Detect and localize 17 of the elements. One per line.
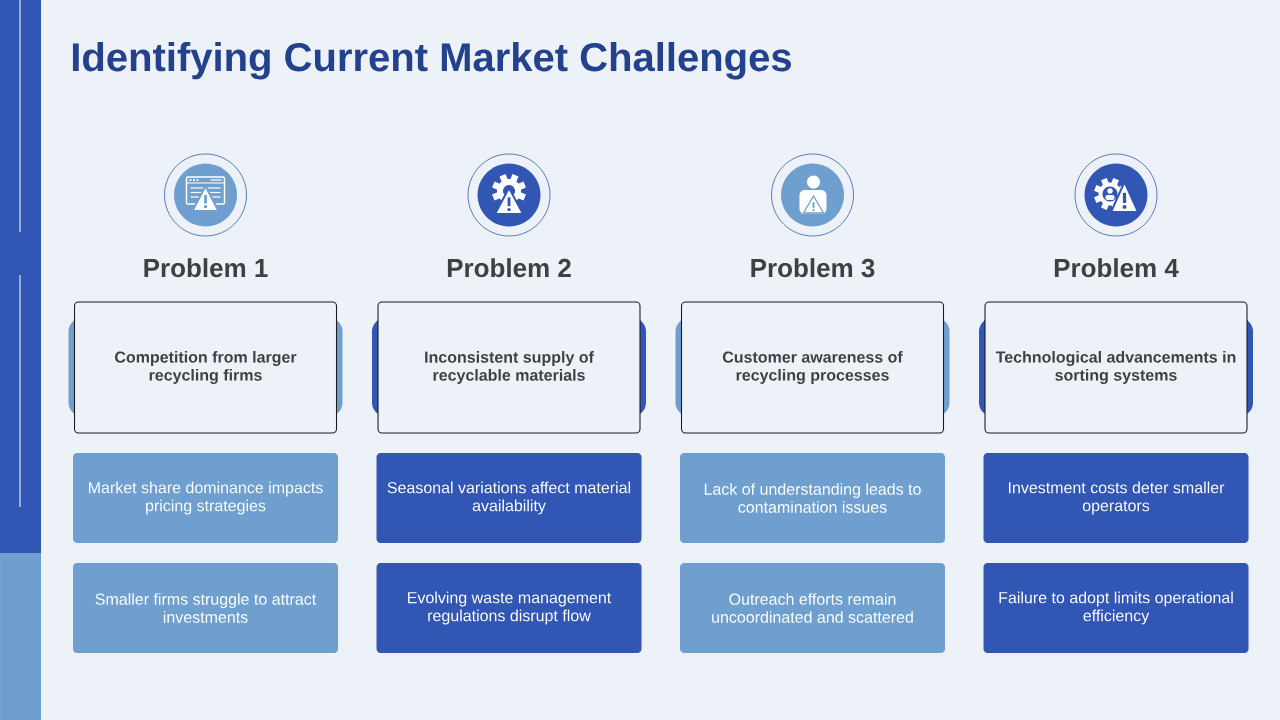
detail-box: Smaller firms struggle to attract investments (73, 563, 338, 653)
problem-card: Competition from larger recycling firms (68, 301, 343, 434)
problem-heading: Problem 1 (144, 258, 268, 278)
detail-box: Outreach efforts remain uncoordinated and scattered (680, 563, 945, 653)
detail-box: Investment costs deter smaller operators (983, 453, 1249, 543)
detail-box: Market share dominance impacts pricing strategies (73, 453, 338, 543)
problem-heading: Problem 4 (1054, 258, 1179, 278)
problem-card: Inconsistent supply of recyclable materials (372, 301, 646, 434)
problem-heading: Problem 3 (751, 258, 875, 278)
detail-box: Seasonal variations affect material availability (376, 453, 642, 543)
title: Identifying Current Market Challenges (72, 42, 791, 80)
detail-box: Lack of understanding leads to contamination issues (680, 453, 945, 543)
detail-box: Failure to adopt limits operational efficiency (983, 563, 1249, 653)
problem-card: Customer awareness of recycling processes (675, 301, 950, 434)
problem-heading: Problem 2 (447, 258, 571, 278)
problem-card: Technological advancements in sorting systems (979, 301, 1253, 434)
detail-box: Evolving waste management regulations disrupt flow (376, 563, 642, 653)
